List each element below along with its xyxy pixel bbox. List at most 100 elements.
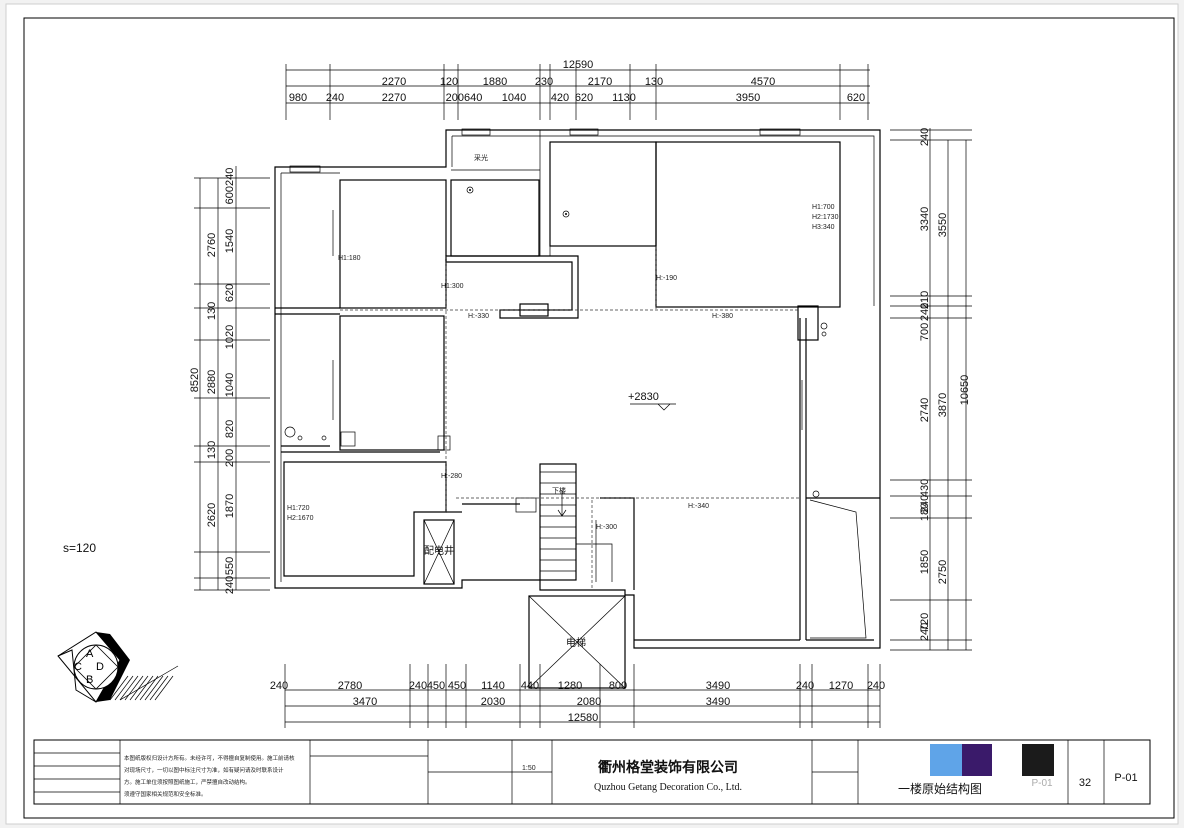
- top-dim-label: 1040: [502, 92, 526, 104]
- left-dim-label: 550: [224, 557, 236, 575]
- title-block: ﾠ 本图纸版权归设计方所有。未经许可，不得擅自复制使用。施工前请核 对现场尺寸，…: [33, 739, 1151, 805]
- right-dim-label: 240: [919, 303, 931, 321]
- right-dim-label: 700: [919, 323, 931, 341]
- note-line-4: 须遵守国家相关规范和安全标准。: [124, 790, 207, 798]
- bottom-dim-label: 1270: [829, 680, 853, 692]
- svg-text:ﾠ: ﾠ: [40, 746, 46, 753]
- left-dim-label: 1020: [224, 325, 236, 349]
- right-dim-label: 2750: [937, 560, 949, 584]
- bottom-overall-dim: 12580: [568, 712, 599, 724]
- top-dim-label: 3950: [736, 92, 760, 104]
- left-dim-label: 2760: [206, 233, 218, 257]
- right-dim-label: 240: [919, 623, 931, 641]
- top-dim-label: 2270: [382, 92, 406, 104]
- label-h-280: H:-280: [441, 473, 462, 480]
- label-elevator: 电梯: [566, 636, 586, 649]
- drawing-frame: [23, 17, 1175, 819]
- top-dim-label: 120: [440, 76, 458, 88]
- sheet-count: 32: [1079, 777, 1091, 789]
- label-h1-720: H1:720: [287, 505, 310, 512]
- top-overall-dim: 12590: [563, 59, 594, 71]
- label-h-380: H:-380: [712, 313, 733, 320]
- label-h1-700: H1:700: [812, 204, 835, 211]
- bottom-dim-label: 2780: [338, 680, 362, 692]
- bottom-dim-label: 2030: [481, 696, 505, 708]
- company-en: Quzhou Getang Decoration Co., Ltd.: [594, 782, 742, 793]
- bottom-dim-label: 240: [796, 680, 814, 692]
- bottom-dim-label: 240: [270, 680, 288, 692]
- left-dim-label: 200: [224, 449, 236, 467]
- left-dim-label: 130: [206, 302, 218, 320]
- right-dim-label: 430: [919, 479, 931, 497]
- bottom-dim-label: 450: [427, 680, 445, 692]
- floor-plan: [274, 128, 881, 689]
- right-dim-label: 240: [919, 495, 931, 513]
- top-dim-label: 620: [847, 92, 865, 104]
- right-dim-label: 3550: [937, 213, 949, 237]
- bottom-dim-label: 3490: [706, 696, 730, 708]
- right-dim-label: 3340: [919, 207, 931, 231]
- compass-a: A: [86, 648, 94, 660]
- top-dim-label: 1130: [612, 92, 636, 104]
- bottom-dim-label: 3470: [353, 696, 377, 708]
- label-h-190: H:-190: [656, 275, 677, 282]
- top-dim-label: 230: [535, 76, 553, 88]
- label-elevation: +2830: [628, 391, 659, 403]
- bottom-dim-label: 440: [521, 680, 539, 692]
- paper: [5, 3, 1179, 825]
- left-dim-label: 1540: [224, 229, 236, 253]
- label-h2-1670: H2:1670: [287, 515, 314, 522]
- bottom-dim-label: 3490: [706, 680, 730, 692]
- label-skylight: 采光: [474, 153, 488, 162]
- left-dim-label: 240: [224, 576, 236, 594]
- top-dim-label: 200640: [446, 92, 483, 104]
- top-dim-label: 620: [575, 92, 593, 104]
- compass-symbol: A B C D: [57, 631, 179, 703]
- bottom-dim-label: 1140: [481, 680, 505, 692]
- note-line-3: 方。施工单位须按照图纸施工，严禁擅自改动结构。: [124, 778, 251, 786]
- left-dim-label: 600240: [224, 168, 236, 205]
- top-dim-label: 1880: [483, 76, 507, 88]
- right-dim-label: 2740: [919, 398, 931, 422]
- sheet-no: P-01: [1114, 772, 1137, 784]
- right-dim-label: 720: [919, 613, 931, 631]
- label-shaft: 配电井: [424, 544, 454, 557]
- color-swatch-purple: [962, 744, 992, 776]
- label-h-340: H:-340: [688, 503, 709, 510]
- bottom-dim-label: 2080: [577, 696, 601, 708]
- left-dim-label: 2880: [206, 370, 218, 394]
- label-h3-340: H3:340: [812, 224, 835, 231]
- scale-value: 1:50: [522, 765, 536, 772]
- company-cn: 衢州格堂装饰有限公司: [598, 759, 738, 775]
- scale-note: s=120: [63, 541, 96, 555]
- top-dim-label: 420: [551, 92, 569, 104]
- label-h2-1730: H2:1730: [812, 214, 839, 221]
- left-overall-dim: 8520: [189, 368, 201, 392]
- compass-c: C: [74, 661, 82, 673]
- label-h1-300: H1:300: [441, 283, 464, 290]
- top-dim-label: 240: [326, 92, 344, 104]
- right-dim-label: 3870: [937, 393, 949, 417]
- drawing-name: 一楼原始结构图: [898, 781, 982, 796]
- label-down-stairs: 下楼: [552, 486, 566, 495]
- left-dim-label: 1040: [224, 373, 236, 397]
- right-dim-label: 1850: [919, 550, 931, 574]
- bottom-dim-label: 1280: [558, 680, 582, 692]
- sheet-no-faded: P-01: [1031, 778, 1053, 789]
- top-dim-label: 2170: [588, 76, 612, 88]
- label-h1-180: H1:180: [338, 255, 361, 262]
- top-dim-label: 980: [289, 92, 307, 104]
- label-h-300: H:-300: [596, 524, 617, 531]
- color-swatch-blue: [930, 744, 962, 776]
- left-dim-label: 130: [206, 441, 218, 459]
- color-swatch-black: [1022, 744, 1054, 776]
- note-line-2: 对现场尺寸，一切以图中标注尺寸为准，如有疑问请及时联系设计: [124, 766, 284, 774]
- bottom-dim-label: 240: [409, 680, 427, 692]
- right-overall-dim: 10650: [959, 375, 971, 406]
- top-dim-label: 2270: [382, 76, 406, 88]
